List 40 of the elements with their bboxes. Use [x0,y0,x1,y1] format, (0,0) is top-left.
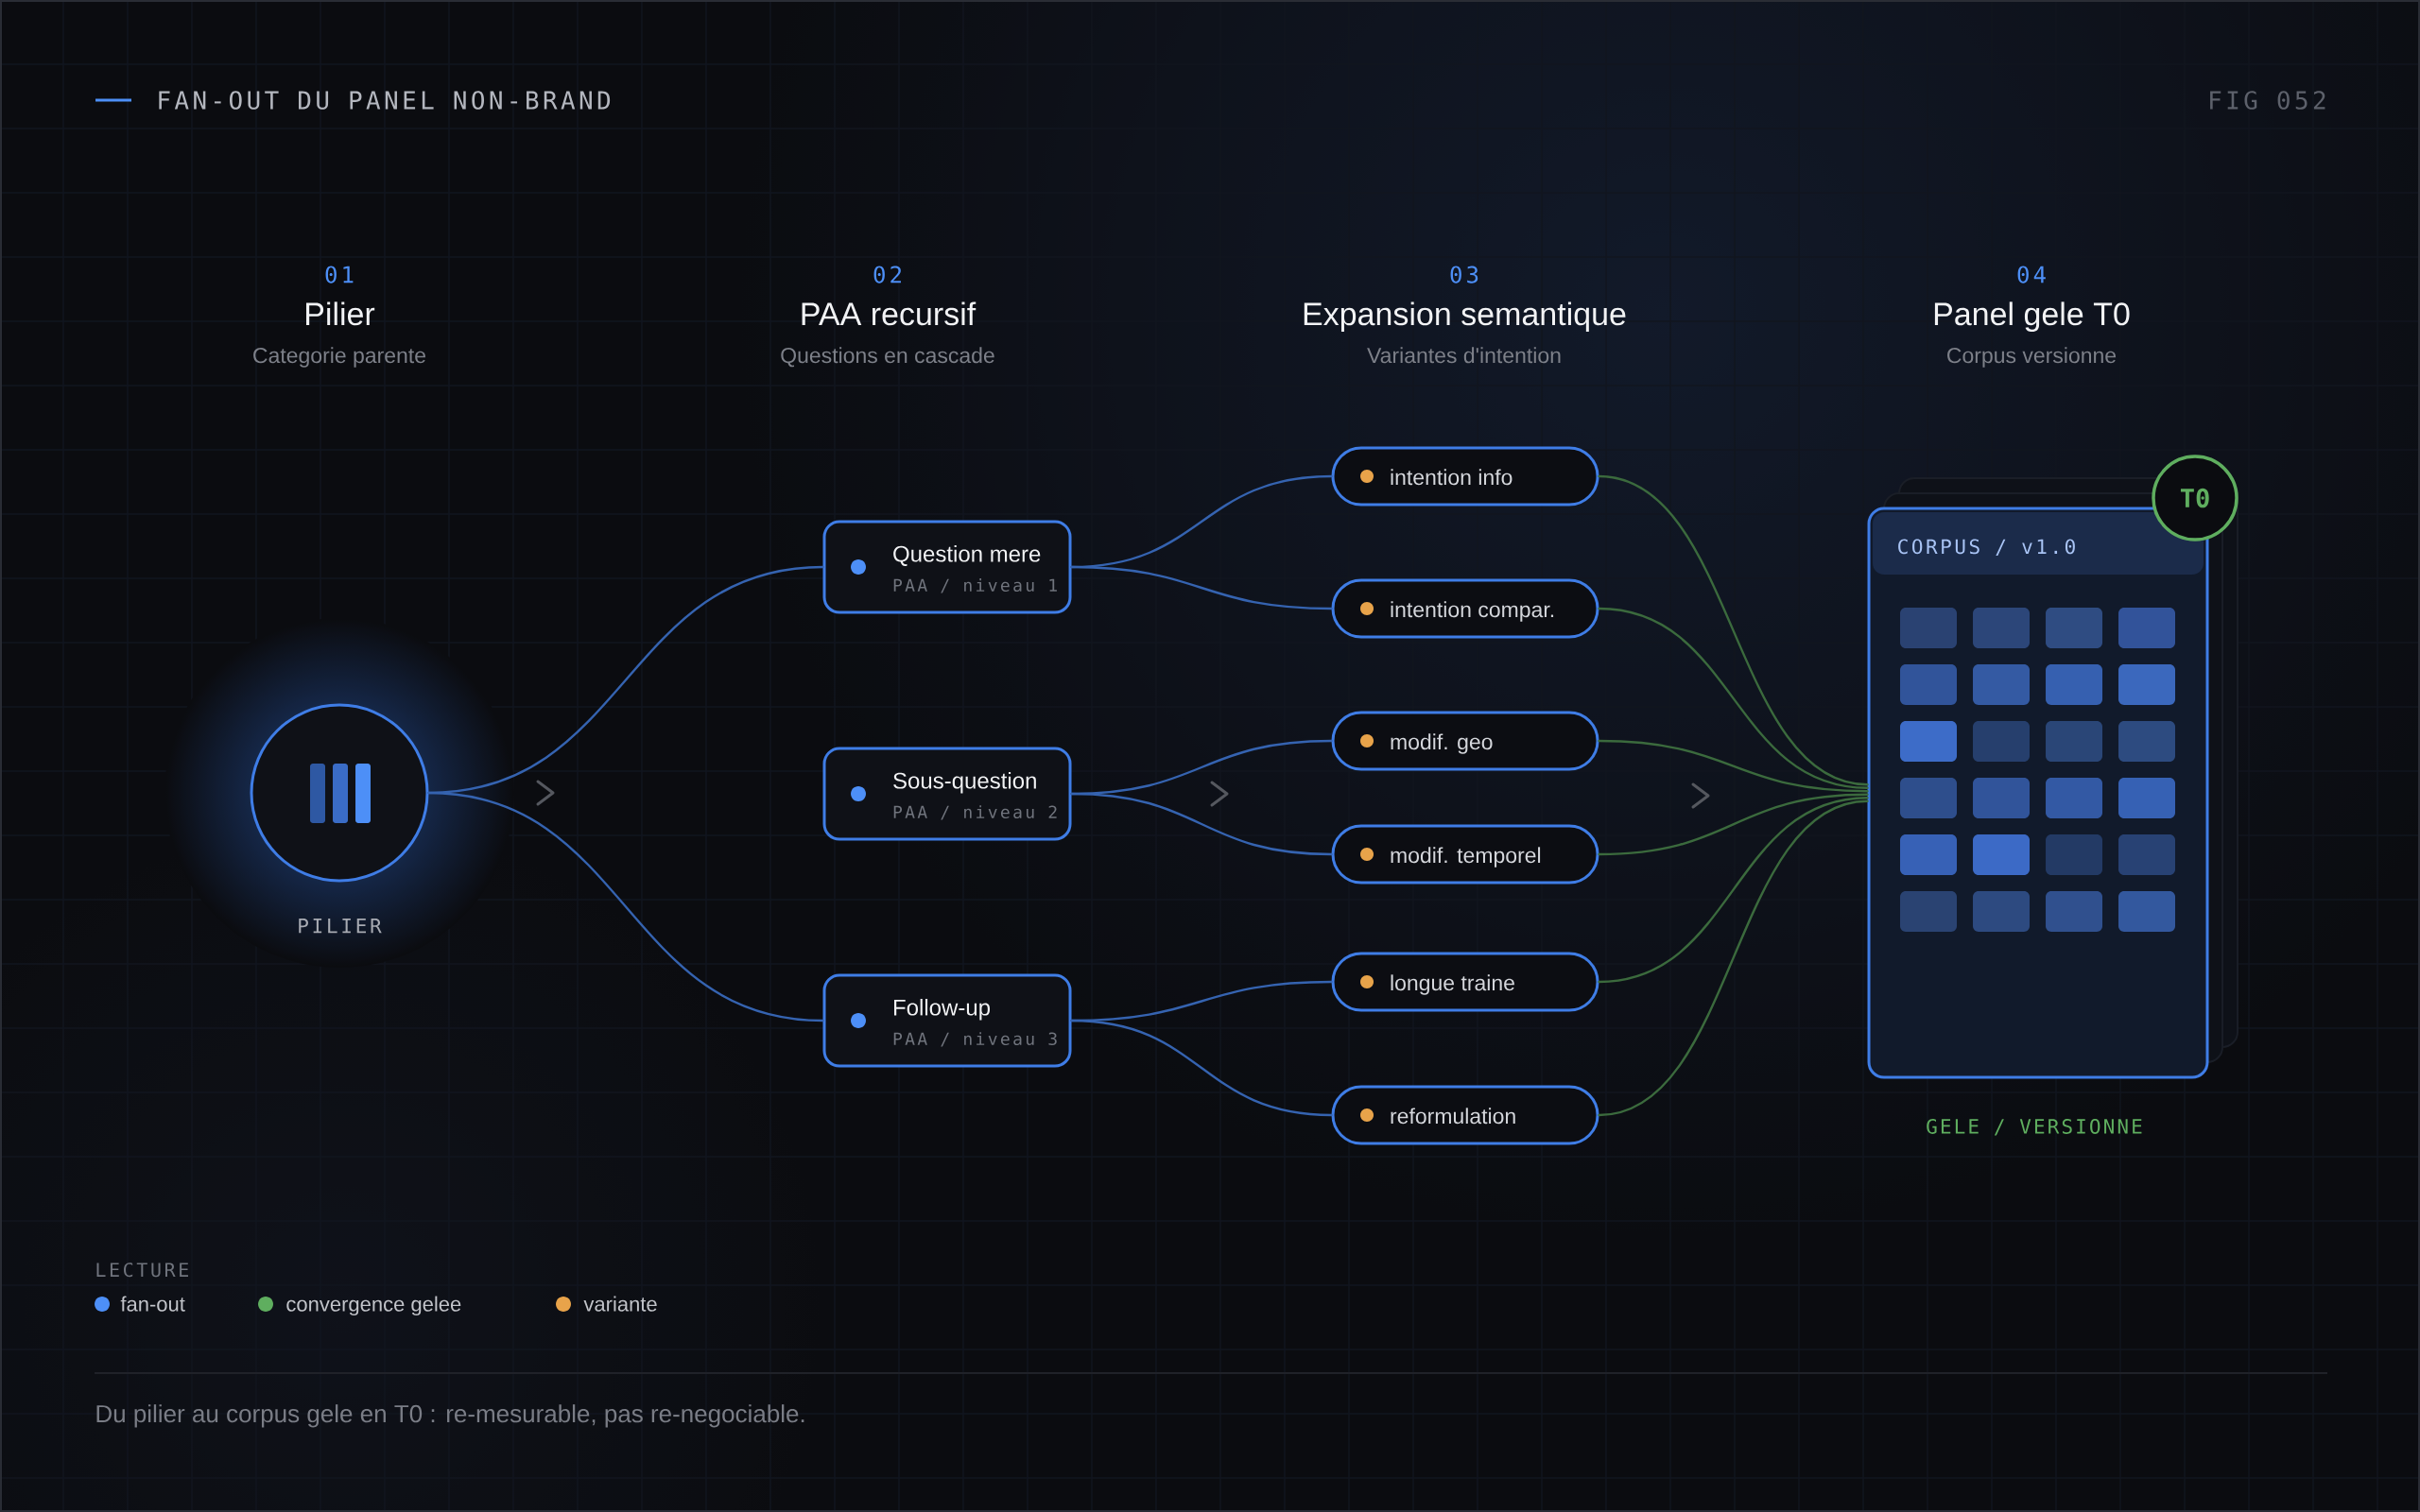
question-box: Question mere PAA / niveau 1 [822,520,1072,614]
connector [1070,565,1333,610]
variant-pill: longue traine [1331,952,1599,1012]
node-caption: PILIER [299,919,382,934]
column-subtitle: Corpus versionne [1947,347,2117,368]
legend-label: fan-out [120,1296,185,1312]
column-subtitle: Variantes d'intention [1367,347,1561,364]
question-box: Follow-up PAA / niveau 3 [822,973,1072,1068]
variant-pill: intention compar. [1331,578,1599,639]
variant-pill: reformulation [1331,1085,1599,1145]
step-number: 01 [325,266,354,284]
legend-label: variante [583,1296,657,1312]
connector [1598,607,1869,789]
column-subtitle: Categorie parente [253,347,425,368]
connector [427,791,824,1022]
caption: Du pilier au corpus gele en T0 : re-mesurable, pas re-negociable. [96,1404,804,1428]
step-number: 04 [2017,266,2046,284]
column-title: Expansion semantique [1304,301,1626,333]
column-title: Panel gele T0 [1934,301,2130,333]
step-number: 02 [873,266,901,284]
connector [1598,739,1869,793]
variant-pill: modif. temporel [1331,824,1599,885]
step-number: 03 [1450,266,1478,284]
legend-label: convergence gelee [286,1296,461,1316]
node-caption: GELE / VERSIONNE [1927,1119,2142,1136]
column-title: Pilier [306,301,375,326]
column-title: PAA recursif [802,301,977,326]
connector [1598,474,1869,786]
question-box: Sous-question PAA / niveau 2 [822,747,1072,841]
connector [1070,792,1333,856]
connector [1598,793,1869,856]
connector [1070,1019,1333,1117]
diagram-title: FAN-OUT DU PANEL NON-BRAND [159,91,611,110]
legend-title: LECTURE [96,1263,188,1278]
connector [1598,799,1869,1117]
column-subtitle: Questions en cascade [781,347,994,368]
figure-number: FIG 052 [2210,91,2325,110]
variant-pill: intention info [1331,446,1599,507]
variant-pill: modif. geo [1331,711,1599,771]
connector [1598,797,1869,984]
